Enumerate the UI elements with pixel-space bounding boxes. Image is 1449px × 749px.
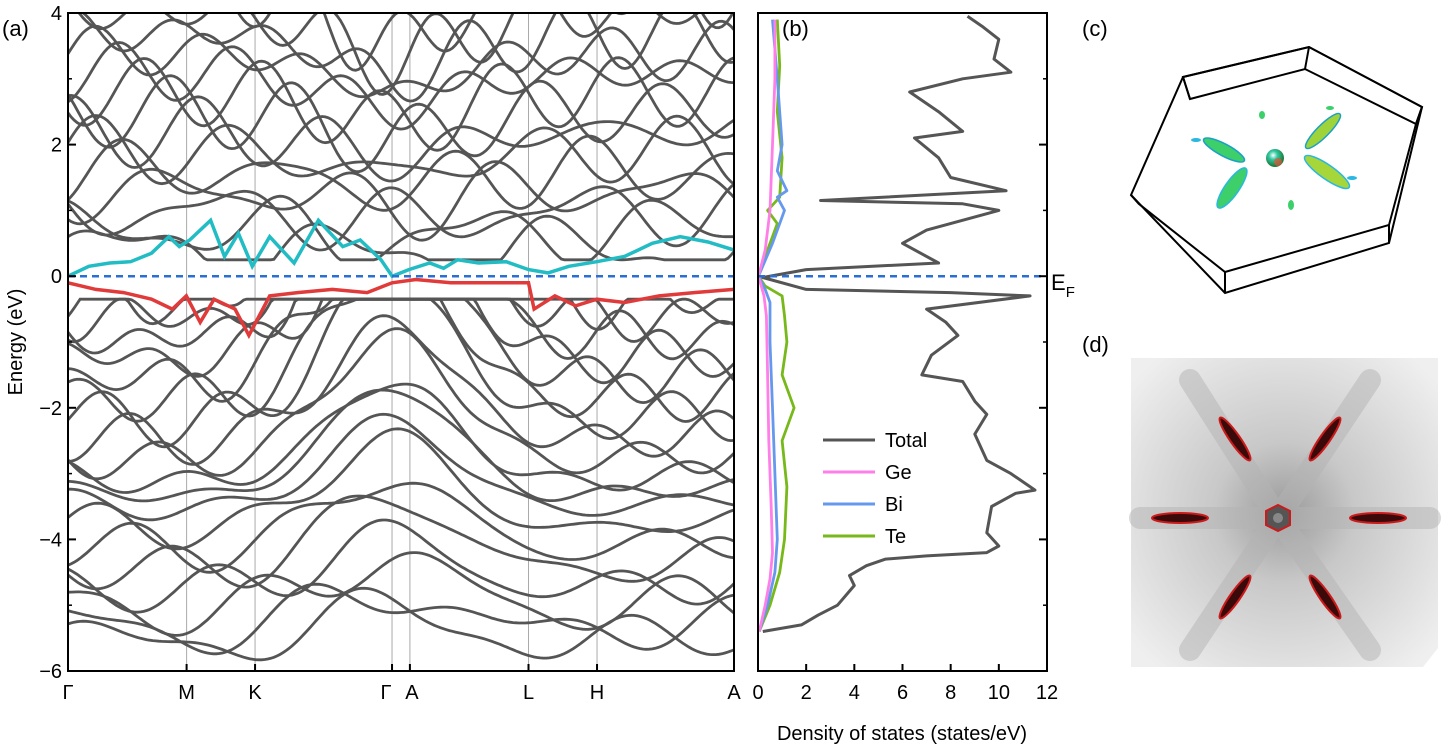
- gray-band: [68, 494, 734, 591]
- dos-panel: 0 2 4 6 8 10 12 (b) Density of states (states/…: [752, 12, 1075, 745]
- panel-label-b: (b): [782, 16, 809, 41]
- dos-tick-label: 4: [849, 682, 860, 704]
- panel-label-d: (d): [1082, 332, 1109, 357]
- dos-curve-total: [761, 15, 1037, 633]
- fermi-label-main: E: [1051, 270, 1066, 295]
- energy-tick-label: −6: [39, 661, 62, 683]
- dos-tick-label: 6: [897, 682, 908, 704]
- kpoint-label: A: [405, 682, 419, 704]
- gray-band: [68, 41, 734, 131]
- legend-label: Ge: [885, 462, 912, 484]
- gray-band: [68, 586, 734, 662]
- fermi-label: EF: [1051, 270, 1075, 301]
- brillouin-zone-wireframe: [1129, 45, 1424, 295]
- legend-label: Total: [885, 430, 927, 452]
- gray-band: [68, 427, 734, 551]
- x-axis-title: Density of states (states/eV): [777, 723, 1027, 745]
- gray-band: [68, 134, 734, 212]
- kpoint-label: A: [727, 682, 741, 704]
- dos-curves: [758, 15, 1037, 633]
- y-axis-title: Energy (eV): [5, 289, 27, 396]
- fermi-pockets-3d: [1191, 106, 1357, 210]
- panel-label-c: (c): [1082, 16, 1108, 41]
- kpoint-label: Γ: [381, 682, 392, 704]
- dos-tick-label: 12: [1036, 682, 1058, 704]
- spectral-map-pockets: [1151, 416, 1407, 620]
- gray-band: [68, 518, 734, 614]
- valence-band-line: [68, 277, 734, 340]
- gray-band: [68, 481, 734, 574]
- dos-curve-ge: [758, 19, 777, 632]
- gray-band: [68, 19, 734, 99]
- dos-curve-bi: [758, 19, 789, 632]
- gray-band: [77, 13, 700, 96]
- gray-band: [68, 194, 734, 262]
- conduction-band-line: [68, 217, 734, 279]
- gray-band: [236, 13, 734, 72]
- gray-band: [68, 412, 734, 522]
- dos-energy-ticks: [1039, 12, 1047, 672]
- gray-band: [68, 182, 734, 252]
- energy-tick-label: −2: [39, 398, 62, 420]
- legend-label: Bi: [885, 494, 903, 516]
- kpoint-label: H: [590, 682, 604, 704]
- energy-tick-label: 2: [51, 135, 62, 157]
- energy-tick-label: 0: [51, 266, 62, 288]
- dos-tick-label: 8: [945, 682, 956, 704]
- high-symmetry-lines: [186, 13, 598, 671]
- gray-band: [68, 114, 734, 186]
- kpoint-label: L: [523, 682, 534, 704]
- plot-frame-b: [757, 12, 1048, 672]
- kpoint-label: K: [248, 682, 262, 704]
- gray-band: [68, 382, 734, 494]
- dos-tick-label: 10: [988, 682, 1010, 704]
- gray-band: [68, 314, 734, 466]
- legend-label: Te: [885, 526, 906, 548]
- gray-band: [68, 551, 734, 637]
- energy-ticks: 4 2 0 −2 −4 −6: [39, 3, 76, 683]
- fermi-surface-3d-panel: (c): [1082, 16, 1424, 295]
- dos-tick-label: 2: [801, 682, 812, 704]
- gray-band: [68, 160, 734, 242]
- gray-band: [68, 214, 734, 262]
- energy-tick-label: 4: [51, 3, 62, 25]
- gray-band: [68, 582, 734, 656]
- kpoint-label: Γ: [62, 682, 73, 704]
- gray-band: [68, 327, 734, 481]
- dos-ticks: 0 2 4 6 8 10 12: [752, 664, 1058, 704]
- dos-tick-label: 0: [752, 682, 763, 704]
- fermi-label-sub: F: [1066, 284, 1075, 301]
- gray-band: [68, 74, 734, 174]
- fermi-surface-2d-panel: (d): [1082, 332, 1441, 667]
- panel-label-a: (a): [2, 16, 29, 41]
- kpoint-label: M: [178, 682, 195, 704]
- dos-curve-te: [758, 19, 796, 633]
- energy-tick-label: −4: [39, 529, 62, 551]
- gray-band: [68, 388, 734, 503]
- gray-bands: [68, 13, 734, 662]
